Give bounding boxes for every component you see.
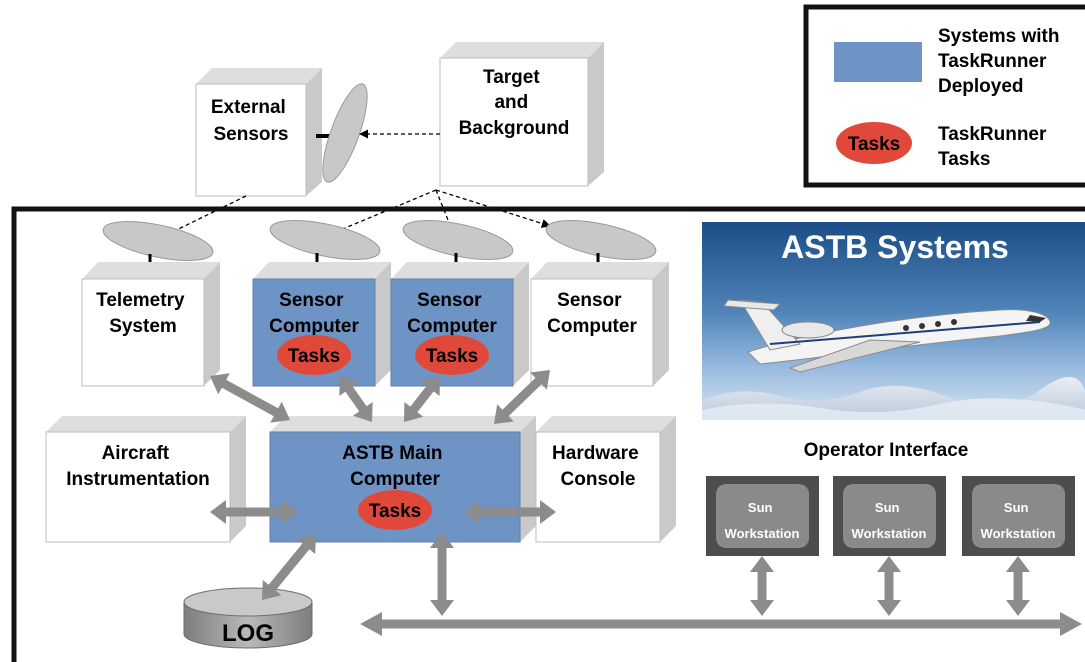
network-bus-arrow bbox=[360, 612, 1082, 636]
main-computer-tasks-label: Tasks bbox=[369, 501, 421, 522]
sun-workstation-3: Sun Workstation bbox=[962, 476, 1075, 556]
main-console-link-arrow bbox=[464, 500, 556, 524]
telemetry-system-box: Telemetry System bbox=[81, 262, 220, 387]
sun-workstation-1: Sun Workstation bbox=[706, 476, 819, 556]
aircraft-main-link-arrow bbox=[210, 500, 298, 524]
sensor-computer-2-box: Sensor Computer Tasks bbox=[390, 262, 529, 387]
astb-frame bbox=[11, 206, 1085, 662]
log-storage-icon: LOG bbox=[183, 587, 313, 649]
external-sensor-dish-icon bbox=[322, 83, 368, 183]
sensor2-main-link-arrow bbox=[404, 376, 440, 422]
legend-tasks-label: TaskRunner Tasks bbox=[938, 124, 1052, 170]
workstations: Sun Workstation Sun Workstation Sun Work… bbox=[706, 476, 1075, 556]
astb-photo: ASTB Systems bbox=[702, 222, 1085, 420]
sensor2-dish-icon bbox=[402, 219, 514, 270]
target-background-label: Target and Background bbox=[459, 67, 570, 139]
sensor-computer-1-tasks-label: Tasks bbox=[288, 346, 340, 367]
sun-workstation-2: Sun Workstation bbox=[833, 476, 946, 556]
sensor1-dish-icon bbox=[269, 219, 381, 270]
hardware-console-label: Hardware Console bbox=[552, 443, 644, 490]
jet-aircraft-icon bbox=[723, 299, 1051, 373]
sun-workstation-3-label: Sun Workstation bbox=[981, 500, 1056, 541]
sensor3-main-link-arrow bbox=[494, 370, 550, 424]
legend-deployed-swatch bbox=[834, 42, 922, 82]
aircraft-instrumentation-box: Aircraft Instrumentation bbox=[45, 416, 246, 543]
log-label: LOG bbox=[222, 620, 274, 647]
legend-tasks-oval-label: Tasks bbox=[848, 134, 900, 155]
telemetry-main-link-arrow bbox=[210, 373, 290, 423]
sensor-computer-1-tasks-oval bbox=[277, 335, 351, 375]
target-background-box: Target and Background bbox=[439, 42, 604, 187]
telemetry-dish-icon bbox=[102, 220, 214, 270]
sensor-computer-3-box: Sensor Computer bbox=[530, 262, 669, 387]
sensor-computer-3-label: Sensor Computer bbox=[547, 290, 637, 337]
sun-workstation-1-label: Sun Workstation bbox=[725, 500, 800, 541]
sensor-computer-1-label: Sensor Computer bbox=[269, 290, 359, 337]
legend-deployed-label: Systems with TaskRunner Deployed bbox=[938, 26, 1065, 97]
sun-workstation-2-label: Sun Workstation bbox=[852, 500, 927, 541]
hardware-console-box: Hardware Console bbox=[535, 416, 676, 543]
ws2-bus-link-arrow bbox=[877, 556, 901, 616]
main-computer-box: ASTB Main Computer Tasks bbox=[269, 416, 536, 543]
sensor1-main-link-arrow bbox=[339, 376, 373, 422]
main-computer-label: ASTB Main Computer bbox=[342, 443, 448, 490]
sensor-computer-2-tasks-oval bbox=[415, 335, 489, 375]
sensor3-dish-icon bbox=[545, 219, 657, 270]
astb-photo-title: ASTB Systems bbox=[781, 229, 1009, 265]
main-bus-link-arrow bbox=[430, 532, 454, 616]
aircraft-instrumentation-label: Aircraft Instrumentation bbox=[66, 443, 210, 490]
ws1-bus-link-arrow bbox=[750, 556, 774, 616]
legend-tasks-oval bbox=[836, 122, 912, 164]
main-log-link-arrow bbox=[262, 534, 316, 600]
operator-interface-title: Operator Interface bbox=[804, 440, 969, 461]
external-to-telemetry-arrow bbox=[155, 195, 247, 241]
sensor-dishes bbox=[102, 219, 657, 270]
external-sensors-box: External Sensors bbox=[195, 68, 368, 197]
sensor-computer-2-label: Sensor Computer bbox=[407, 290, 497, 337]
legend: Systems with TaskRunner Deployed Tasks T… bbox=[803, 4, 1085, 188]
ws3-bus-link-arrow bbox=[1006, 556, 1030, 616]
external-sensors-label: External Sensors bbox=[211, 97, 291, 145]
sensor-computer-2-tasks-label: Tasks bbox=[426, 346, 478, 367]
telemetry-label: Telemetry System bbox=[96, 290, 190, 337]
data-links bbox=[210, 370, 1082, 636]
main-computer-tasks-oval bbox=[358, 490, 432, 530]
sensor-computer-1-box: Sensor Computer Tasks bbox=[252, 262, 391, 387]
